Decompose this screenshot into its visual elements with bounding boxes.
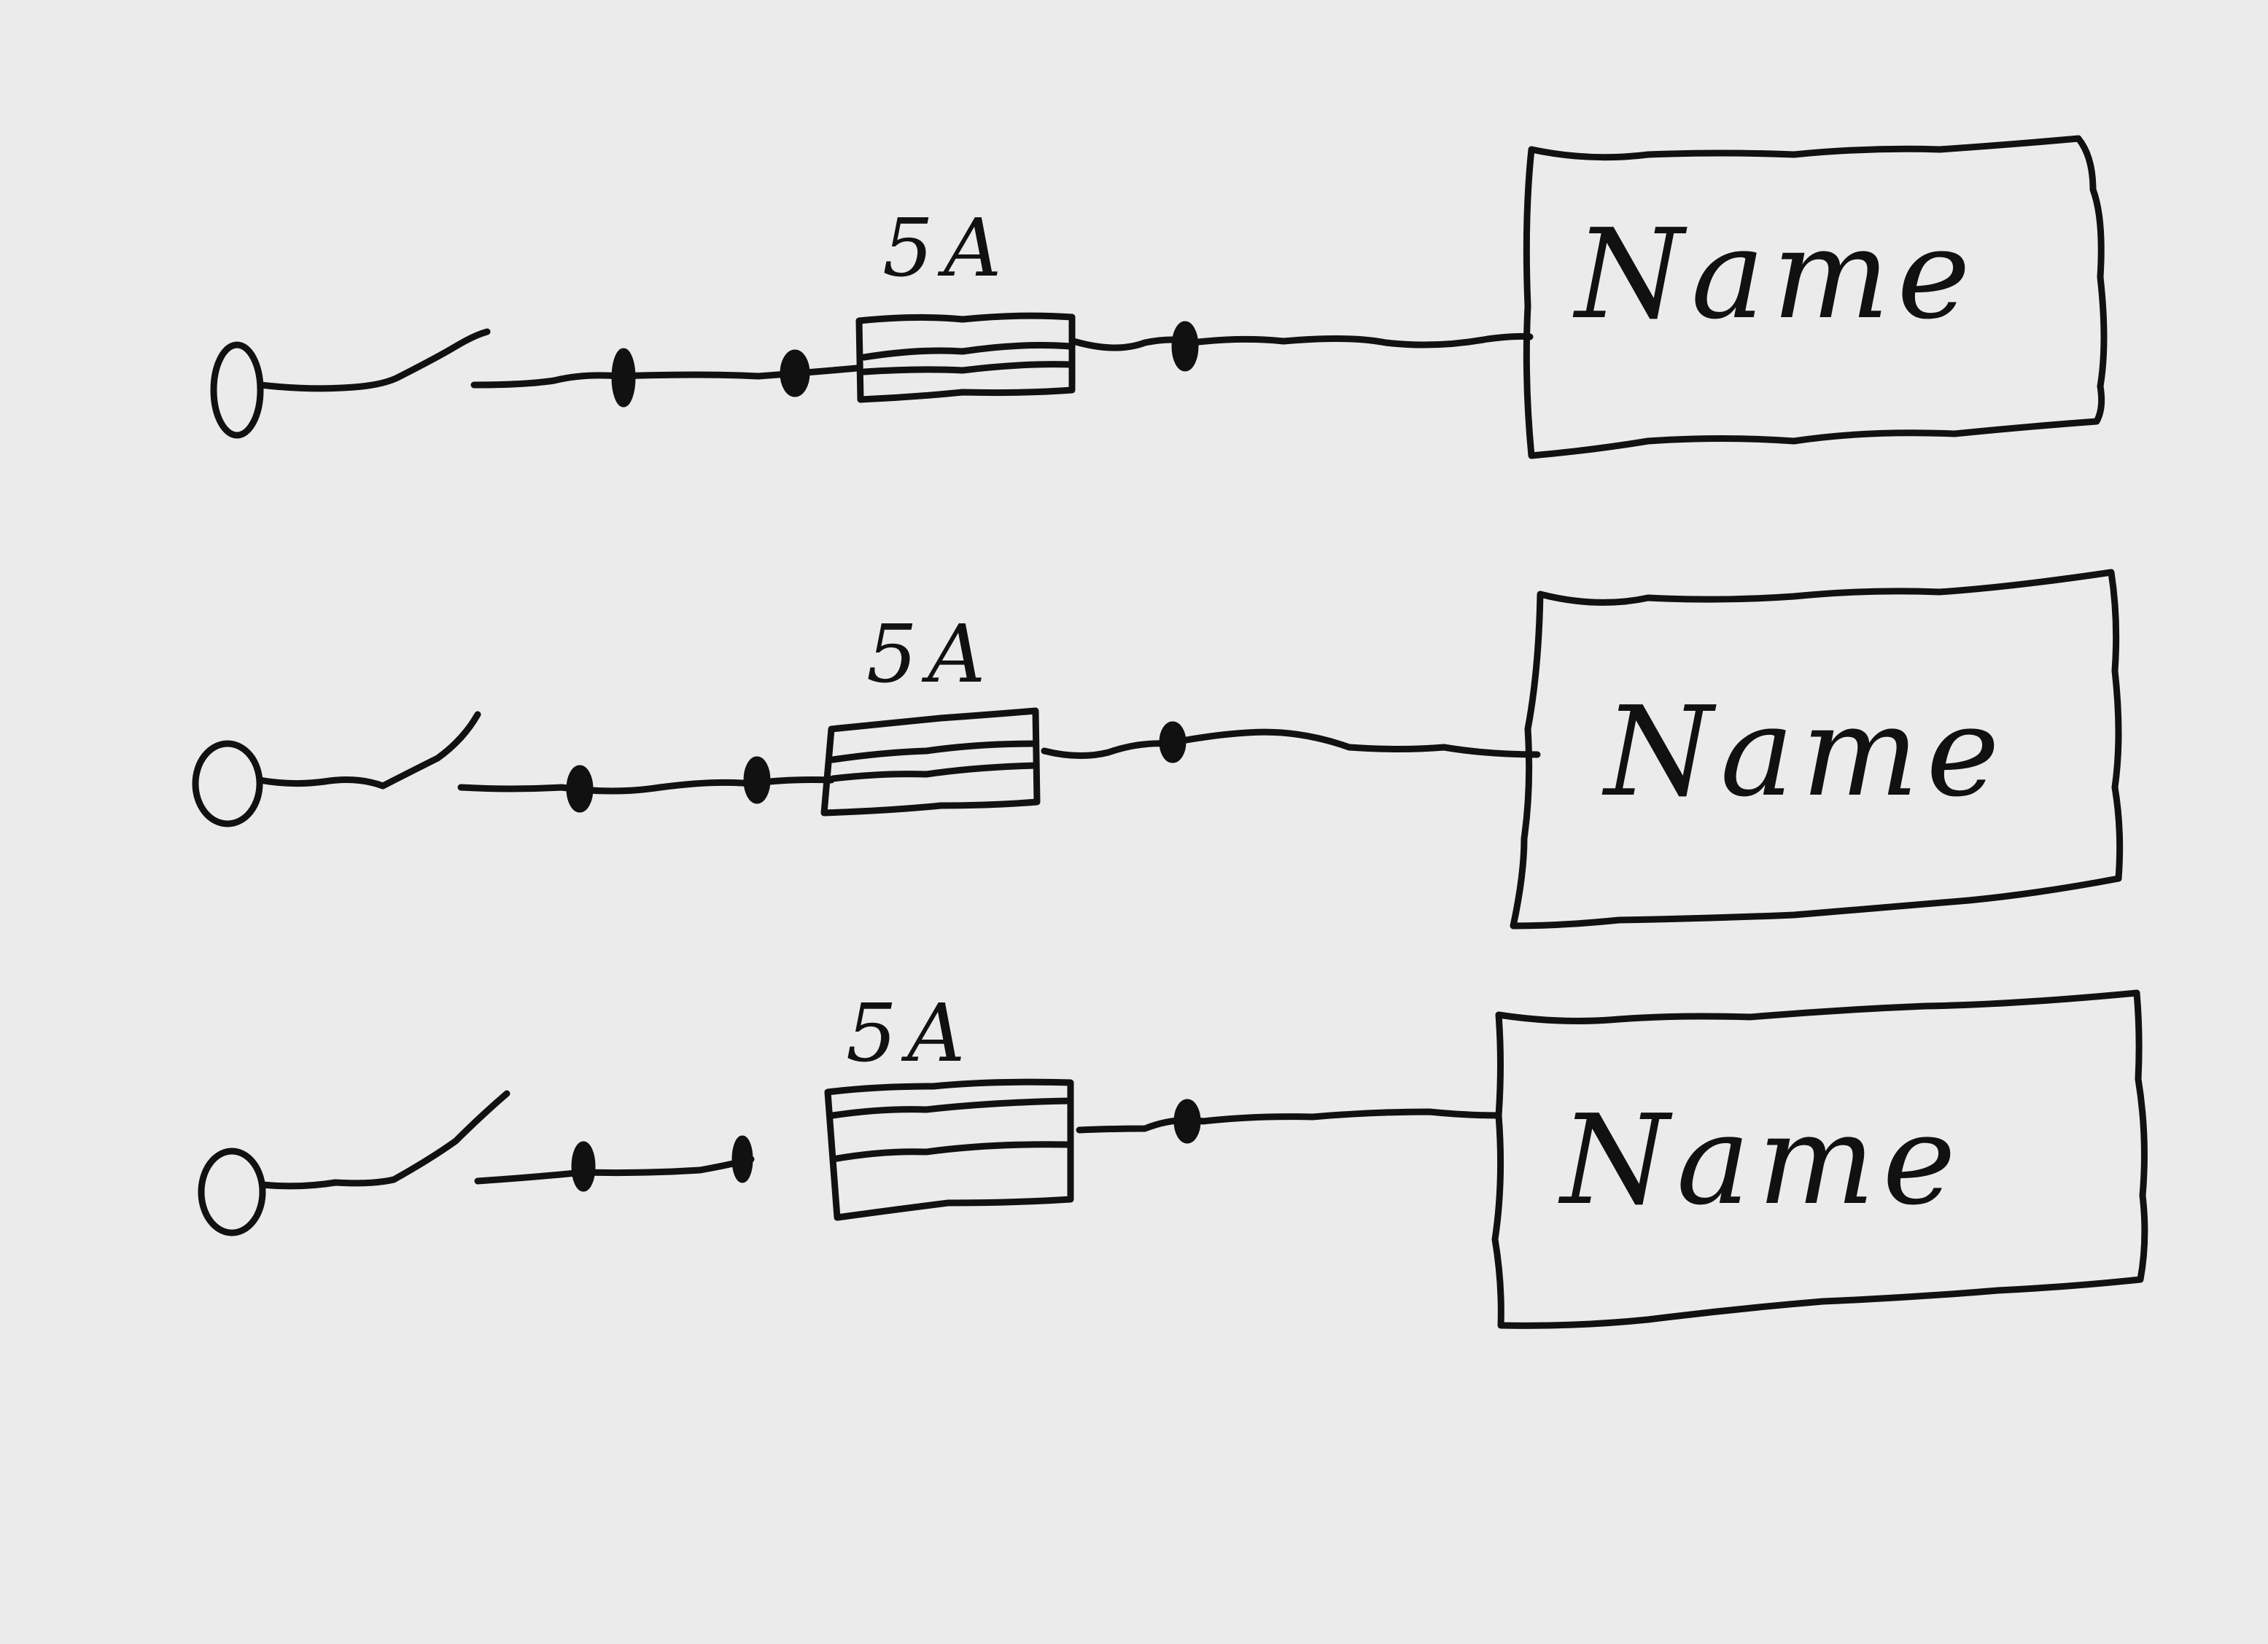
wire-to-fuse: [474, 1156, 755, 1185]
fuse-element: [829, 762, 1039, 782]
junction-dot: [1159, 721, 1187, 763]
fuse-rating-label: 5A: [866, 607, 995, 701]
switch-blade: [390, 1090, 510, 1183]
fuse-body: [824, 1078, 1074, 1221]
load-box: [1523, 135, 2108, 459]
junction-dot: [780, 349, 810, 397]
fuse-body: [855, 312, 1076, 403]
junction-dot: [571, 1141, 596, 1192]
fuse-element: [829, 1097, 1072, 1119]
junction-dot: [1171, 321, 1199, 372]
switch-blade: [379, 711, 481, 790]
source-terminal: [210, 341, 264, 439]
wire-to-fuse: [457, 776, 835, 795]
fuse-element: [861, 342, 1074, 361]
circuit-row-3: 5A Name: [198, 986, 2148, 1329]
load-box: [1491, 989, 2148, 1329]
fuse-element: [861, 361, 1074, 375]
load-label: Name: [1558, 1088, 1963, 1233]
junction-dot: [743, 756, 771, 804]
junction-dot: [731, 1135, 753, 1183]
source-terminal: [198, 1148, 266, 1236]
load-box: [1510, 569, 2124, 930]
circuit-row-1: 5A Name: [210, 135, 2108, 459]
wire-to-load: [1041, 728, 1541, 759]
circuit-row-2: 5A Name: [192, 569, 2124, 930]
fuse-rating-label: 5A: [882, 201, 1011, 295]
junction-dot: [566, 765, 594, 813]
junction-dot: [611, 348, 636, 408]
source-lead: [256, 776, 387, 790]
fuse-element: [829, 1141, 1072, 1163]
junction-dot: [1173, 1099, 1201, 1144]
wire-to-load: [1076, 1108, 1502, 1134]
source-terminal: [192, 740, 263, 827]
fuse-element: [829, 740, 1039, 763]
load-label: Name: [1601, 680, 2007, 825]
switch-blade: [394, 328, 491, 381]
fuse-body: [820, 707, 1041, 817]
wire-to-load: [1070, 332, 1534, 351]
source-lead: [259, 1176, 397, 1190]
load-label: Name: [1572, 203, 1978, 347]
fuse-rating-label: 5A: [846, 986, 975, 1080]
source-lead: [257, 374, 401, 392]
